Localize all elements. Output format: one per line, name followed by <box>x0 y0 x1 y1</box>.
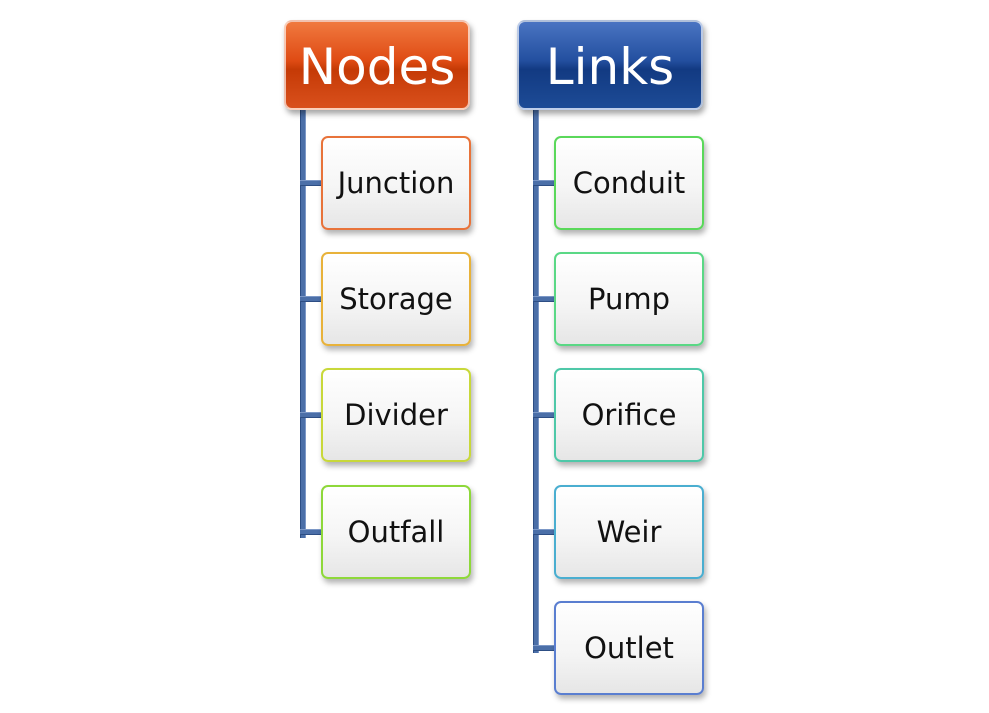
nodes-header: Nodes <box>284 20 470 110</box>
links-connector-spine <box>533 110 539 653</box>
node-type-junction: Junction <box>321 136 471 230</box>
nodes-connector-branch <box>300 412 322 418</box>
node-type-outfall: Outfall <box>321 485 471 579</box>
link-type-weir: Weir <box>554 485 704 579</box>
node-type-storage: Storage <box>321 252 471 346</box>
links-connector-branch <box>533 180 555 186</box>
links-connector-branch <box>533 529 555 535</box>
node-type-divider: Divider <box>321 368 471 462</box>
nodes-connector-branch <box>300 180 322 186</box>
nodes-connector-spine <box>300 110 306 538</box>
links-connector-branch <box>533 645 555 651</box>
links-header: Links <box>517 20 703 110</box>
link-type-outlet: Outlet <box>554 601 704 695</box>
link-type-orifice: Orifice <box>554 368 704 462</box>
links-connector-branch <box>533 412 555 418</box>
link-type-conduit: Conduit <box>554 136 704 230</box>
nodes-connector-branch <box>300 296 322 302</box>
links-connector-branch <box>533 296 555 302</box>
nodes-connector-branch <box>300 529 322 535</box>
link-type-pump: Pump <box>554 252 704 346</box>
